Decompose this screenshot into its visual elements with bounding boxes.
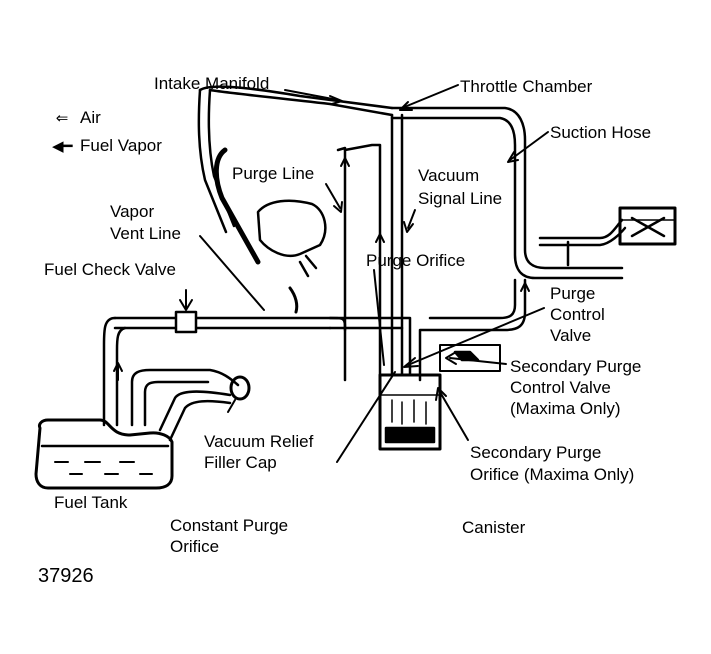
label-vacuum-relief-filler-cap-2: Filler Cap	[204, 453, 277, 472]
label-vapor-vent-line-1: Vapor	[110, 202, 155, 221]
filler-neck	[130, 368, 251, 442]
label-constant-purge-orifice-1: Constant Purge	[170, 516, 289, 535]
flow-arrows	[113, 157, 530, 381]
label-secondary-purge-control-valve-2: Control Valve	[510, 378, 611, 397]
label-vacuum-signal-line-1: Vacuum	[418, 166, 480, 185]
label-purge-control-valve-2: Control	[550, 305, 605, 324]
label-canister: Canister	[462, 518, 526, 537]
legend-fuel-vapor: ◀━ Fuel Vapor	[52, 136, 162, 156]
label-purge-orifice: Purge Orifice	[366, 251, 466, 270]
label-constant-purge-orifice-2: Orifice	[170, 537, 220, 556]
canister	[378, 373, 442, 451]
label-purge-line: Purge Line	[232, 164, 315, 183]
fuel-check-valve	[174, 289, 198, 334]
label-vapor-vent-line-2: Vent Line	[110, 224, 181, 243]
label-intake-manifold: Intake Manifold	[154, 74, 270, 93]
label-throttle-chamber: Throttle Chamber	[460, 77, 593, 96]
label-fuel-tank: Fuel Tank	[54, 493, 128, 512]
intake-manifold-pipe	[197, 85, 394, 234]
figure-number: 37926	[38, 565, 94, 587]
vapor-vent-line	[102, 316, 412, 427]
label-vacuum-signal-line-2: Signal Line	[418, 189, 503, 208]
air-cleaner	[618, 206, 677, 246]
leader-lines	[199, 84, 549, 463]
label-secondary-purge-orifice-2: Orifice (Maxima Only)	[470, 465, 635, 484]
label-secondary-purge-control-valve-1: Secondary Purge	[510, 357, 642, 376]
label-purge-control-valve-1: Purge	[550, 284, 596, 303]
fuel-tank	[34, 418, 174, 490]
throttle-body	[256, 199, 327, 314]
purge-line	[213, 113, 404, 382]
legend-air-label: Air	[80, 108, 101, 127]
air-arrow-icon: ⇐	[55, 110, 69, 127]
label-vacuum-relief-filler-cap-1: Vacuum Relief	[204, 432, 314, 451]
fuel-vapor-arrow-icon: ◀━	[52, 138, 73, 155]
legend-air: ⇐ Air	[52, 108, 101, 128]
label-secondary-purge-control-valve-3: (Maxima Only)	[510, 399, 621, 418]
label-purge-control-valve-3: Valve	[550, 326, 592, 345]
suction-hose	[390, 106, 627, 280]
label-fuel-check-valve: Fuel Check Valve	[44, 260, 176, 279]
label-suction-hose: Suction Hose	[550, 123, 652, 142]
purge-control-valve	[418, 278, 527, 382]
legend-fuel-vapor-label: Fuel Vapor	[80, 136, 162, 155]
label-secondary-purge-orifice-1: Secondary Purge	[470, 443, 602, 462]
